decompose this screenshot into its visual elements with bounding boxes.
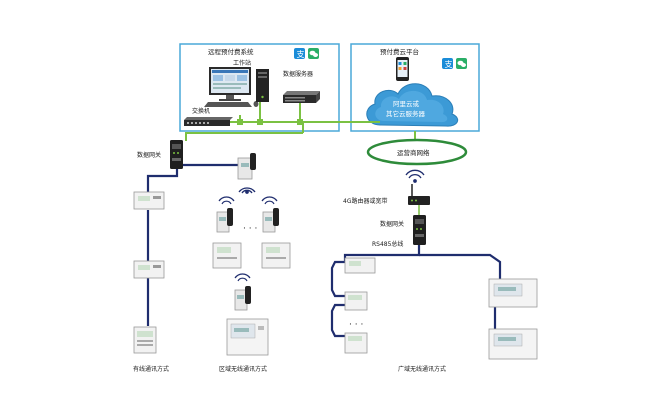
4g-router [408,184,430,205]
cloud-platform-title: 预付费云平台 [380,47,419,56]
regional-meter-box [226,318,269,356]
wide-area-wireless-mode-label: 广域无线通讯方式 [398,365,446,373]
carrier-network-ellipse [366,138,468,166]
wireless-module-1 [216,208,233,233]
wide-area-ellipsis: · · · [349,320,363,330]
wifi-signal-icon [234,273,251,282]
switch-label: 交换机 [192,107,210,115]
regional-meter-2 [261,242,291,269]
svg-text:支: 支 [297,49,305,59]
cloud-server-icon [366,83,459,127]
regional-ellipsis: · · · [243,224,257,234]
gateway-right [413,215,426,245]
wechat-icon [308,48,319,59]
workstation-tower [256,69,269,102]
alipay-icon: 支 [442,58,453,69]
wireless-module-3 [234,286,251,311]
data-server-label: 数据服务器 [283,70,313,78]
regional-meter-1 [212,242,242,269]
wired-meter-1 [133,191,165,210]
wide-area-meter-2 [344,291,368,311]
wired-meter-3 [133,326,157,354]
router-label: 4G路由器或宽带 [343,197,387,205]
wired-meter-2 [133,260,165,279]
remote-system-title: 远程预付费系统 [208,47,254,56]
wired-mode-label: 有线通讯方式 [133,365,169,373]
cloud-server-line1: 阿里云或 [393,99,420,108]
regional-wireless-mode-label: 区域无线通讯方式 [219,365,267,373]
wide-area-meter-box-1 [488,278,538,308]
data-server-rack [283,91,320,103]
cloud-platform-panel: 预付费云平台 支 阿里云或 其它云服务器 [350,43,480,132]
ethernet-junctions [237,119,303,125]
wifi-signal-icon [218,196,278,205]
workstation-label: 工作站 [233,59,251,67]
network-switch [184,117,233,126]
gateway-left [170,140,183,169]
wireless-module-2 [262,208,279,233]
gateway-right-label: 数据网关 [380,220,404,228]
wide-area-meter-1 [344,257,376,274]
wifi-signal-icon [238,187,256,194]
rs485-bus-label: RS485总线 [372,240,403,248]
alipay-icon: 支 [294,48,305,59]
carrier-network-label: 运营商网络 [397,148,430,157]
wide-area-meter-box-2 [488,328,538,360]
cloud-server-line2: 其它云服务器 [386,109,426,118]
remote-system-panel: 远程预付费系统 支 工作站 [179,43,340,132]
workstation-monitor [209,67,251,101]
wide-area-meter-3 [344,332,368,354]
keyboard-icon [204,101,259,107]
gateway-left-label: 数据网关 [137,151,161,159]
svg-text:支: 支 [445,59,453,69]
wechat-icon [456,58,467,69]
smartphone-icon [396,57,409,81]
wireless-concentrator [237,153,256,180]
wifi-signal-icon [405,169,425,183]
